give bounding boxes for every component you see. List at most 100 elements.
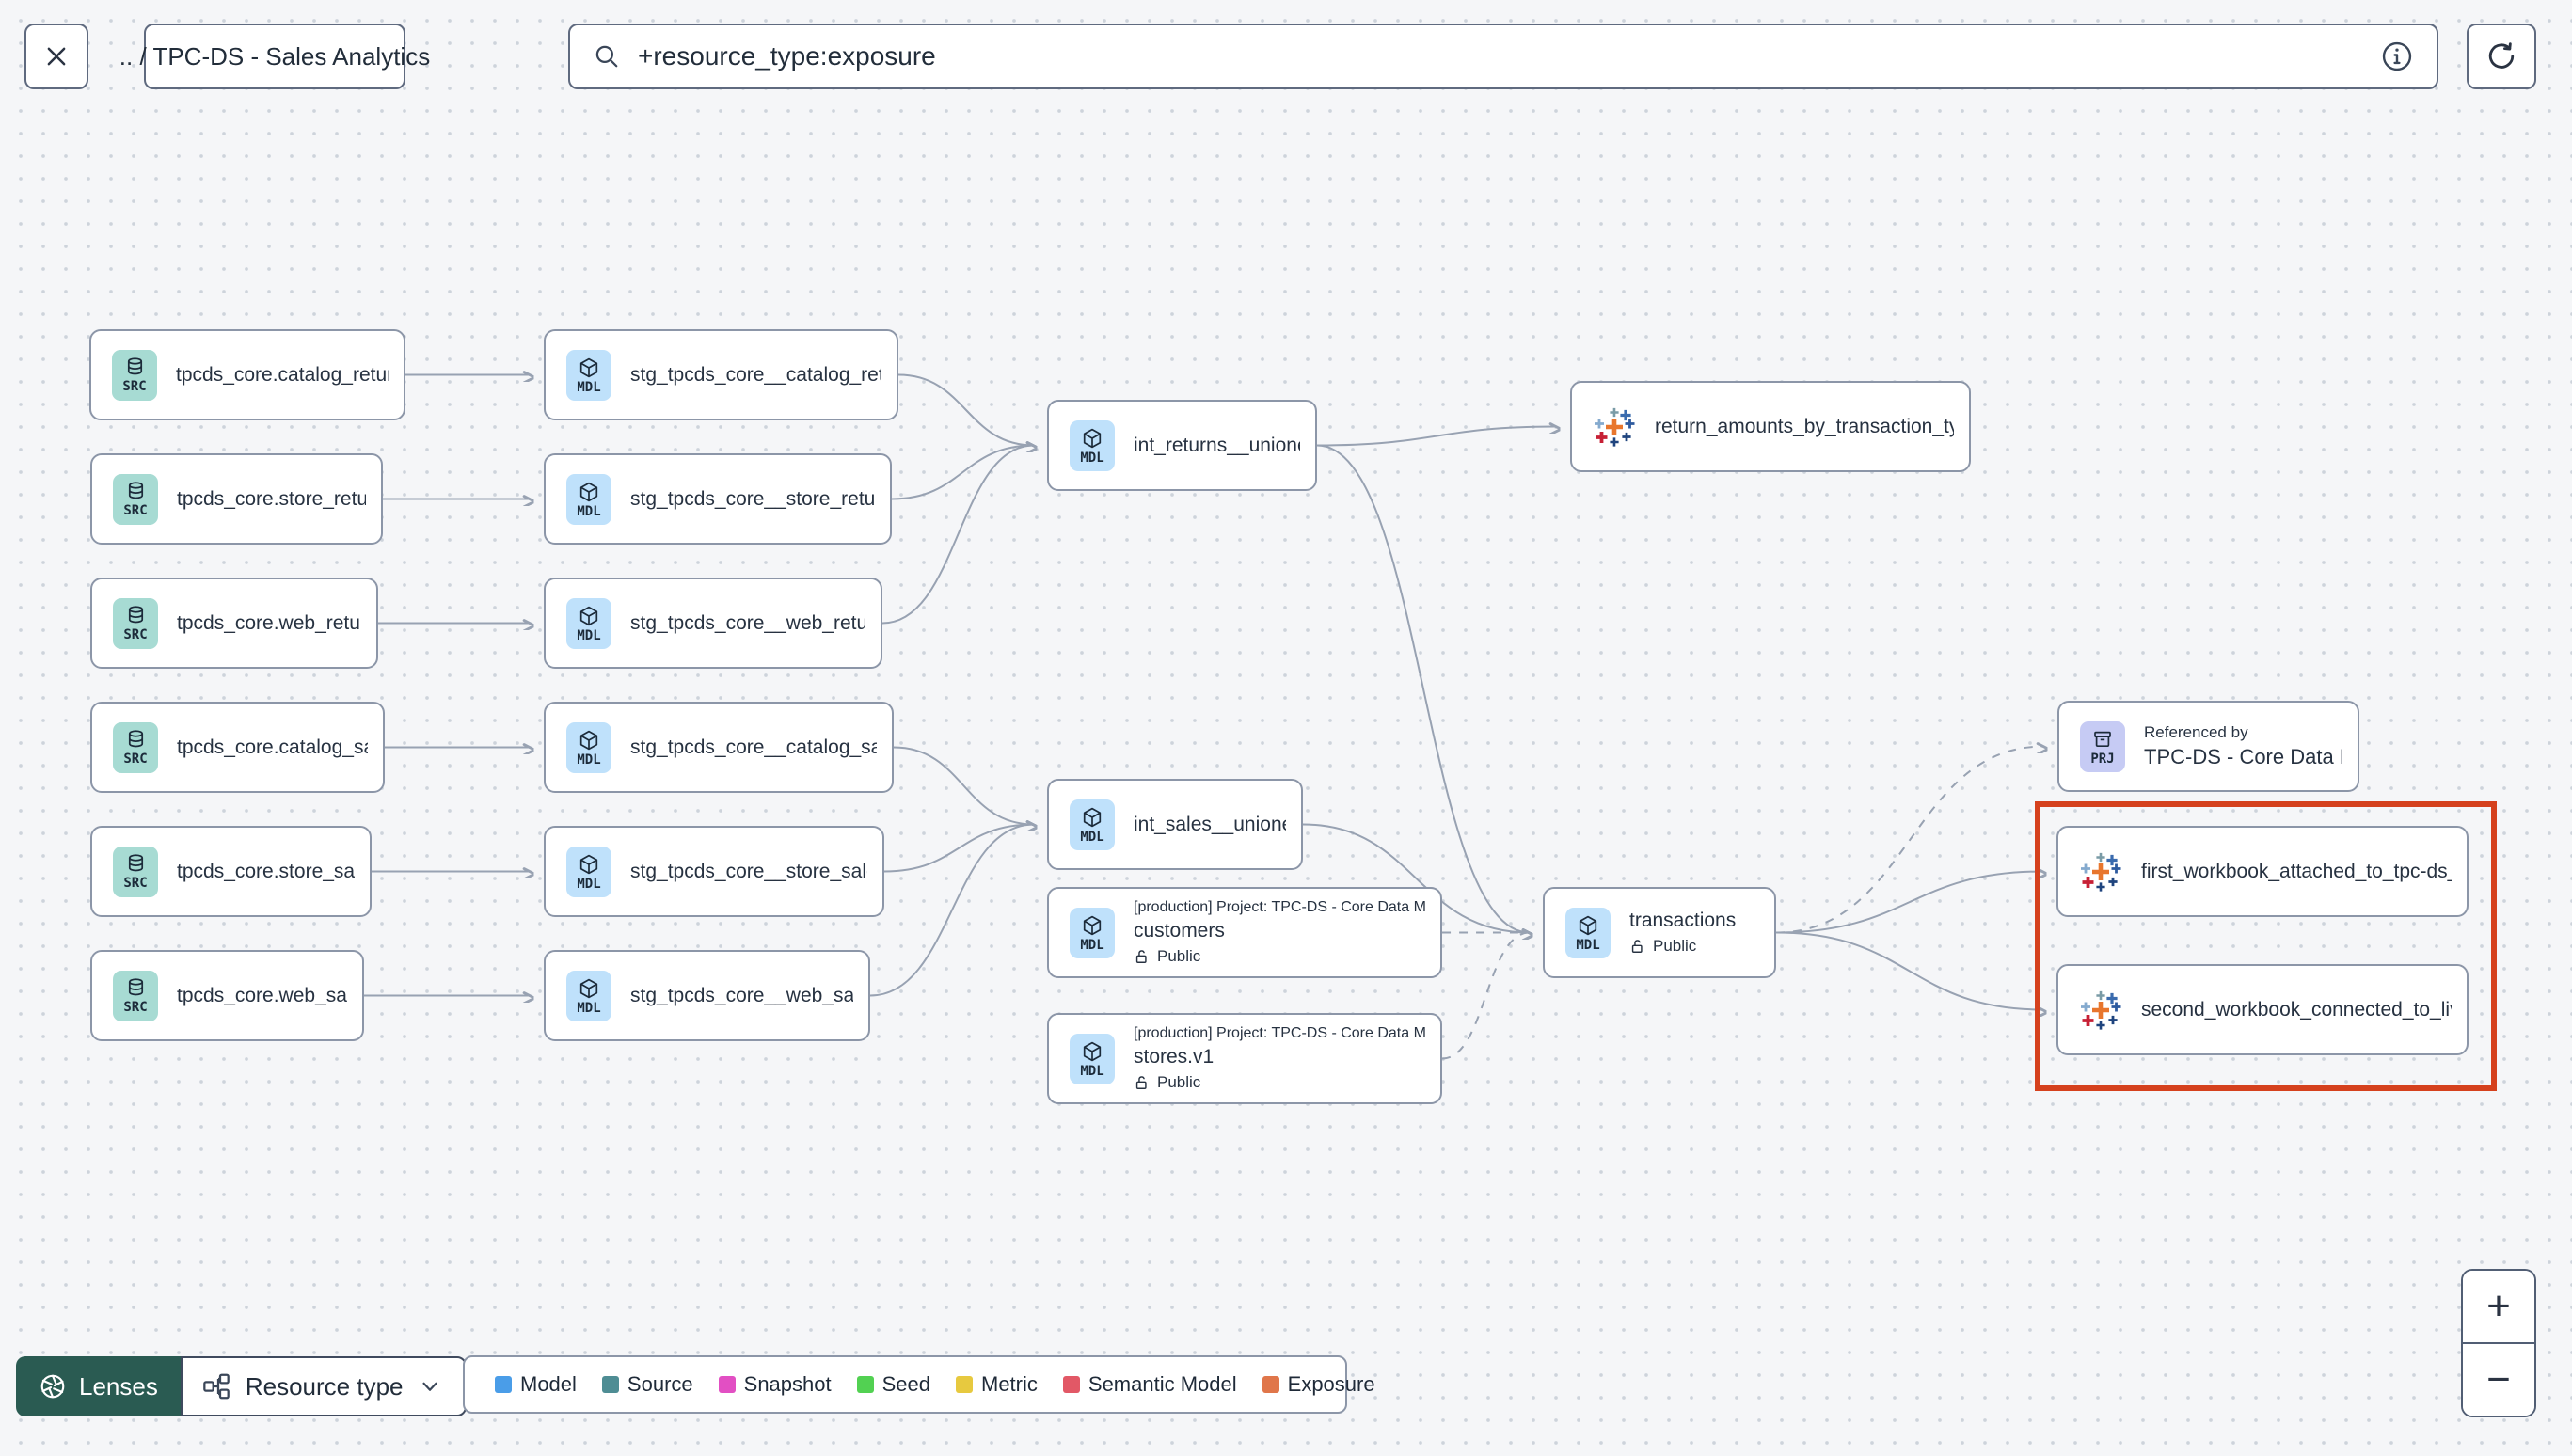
cube-icon (1579, 915, 1597, 935)
edge-stg_store_sales-to-int_sales (883, 825, 1034, 873)
cube-icon (1083, 915, 1102, 935)
node-label: customers (1134, 920, 1225, 942)
legend-item-semantic-model: Semantic Model (1062, 1372, 1237, 1397)
search-bar[interactable] (568, 24, 2438, 89)
legend-swatch (718, 1376, 736, 1393)
edge-int_returns-to-return_amounts (1316, 427, 1557, 447)
cube-icon (579, 482, 598, 501)
node-access: Public (1629, 937, 1736, 956)
resource-type-dropdown[interactable]: Resource type (180, 1356, 467, 1416)
cube-icon (1083, 807, 1102, 827)
node-topline: Referenced by (2144, 723, 2248, 741)
node-label: stg_tpcds_core__store_sales (630, 860, 867, 882)
node-label: tpcds_core.store_returns (177, 487, 366, 510)
database-icon (128, 482, 143, 499)
node-return_amounts[interactable]: return_amounts_by_transaction_type (1570, 381, 1971, 472)
lenses-button[interactable]: Lenses (16, 1356, 181, 1416)
database-icon (128, 730, 143, 748)
mdl-badge: MDL (1565, 907, 1611, 958)
node-access: Public (1134, 947, 1425, 966)
legend-item-snapshot: Snapshot (718, 1372, 832, 1397)
legend-item-metric: Metric (956, 1372, 1038, 1397)
cube-icon (1083, 428, 1102, 448)
mdl-badge: MDL (1070, 1033, 1115, 1084)
legend-swatch (856, 1376, 874, 1393)
legend-item-seed: Seed (856, 1372, 930, 1397)
node-label: stg_tpcds_core__catalog_sales (630, 736, 877, 758)
lenses-label: Lenses (79, 1371, 158, 1401)
zoom-in-button[interactable]: + (2463, 1271, 2534, 1342)
mdl-badge: MDL (566, 846, 611, 897)
prj-badge: PRJ (2080, 720, 2125, 772)
info-icon[interactable] (2380, 40, 2414, 73)
cube-icon (579, 854, 598, 874)
cube-icon (1083, 1041, 1102, 1061)
edge-transactions-to-prj (1775, 747, 2044, 934)
legend-swatch (956, 1376, 973, 1393)
refresh-button[interactable] (2467, 24, 2536, 89)
edge-stores_v1-to-transactions (1441, 933, 1530, 1060)
edge-stg_catalog_returns-to-int_returns (897, 373, 1034, 446)
node-label: stg_tpcds_core__catalog_returns (630, 363, 881, 386)
legend-item-exposure: Exposure (1262, 1372, 1375, 1397)
tableau-icon (2081, 852, 2121, 892)
database-icon (128, 606, 143, 624)
database-icon (128, 978, 143, 996)
node-label: stg_tpcds_core__web_returns (630, 611, 865, 634)
resource-type-label: Resource type (245, 1371, 404, 1401)
breadcrumb[interactable]: .. / TPC-DS - Sales Analytics (119, 24, 430, 89)
node-label: first_workbook_attached_to_tpc-ds_-_… (2141, 860, 2452, 882)
edge-transactions-to-workbook1 (1775, 872, 2043, 934)
node-label: tpcds_core.web_returns (177, 611, 361, 634)
legend-swatch (1262, 1376, 1279, 1393)
node-stores_v1[interactable]: MDL[production] Project: TPC-DS - Core D… (1047, 1013, 1442, 1104)
node-customers[interactable]: MDL [production] Project: TPC-DS - Core D… (1047, 887, 1442, 978)
tableau-icon (1595, 407, 1635, 447)
search-input[interactable] (636, 40, 2365, 72)
node-topline: [production] Project: TPC-DS - Core Data… (1134, 899, 1425, 915)
src-badge: SRC (113, 970, 158, 1021)
mdl-badge: MDL (1070, 907, 1115, 958)
node-access: Public (1134, 1073, 1425, 1092)
lens-aperture-icon (40, 1374, 65, 1399)
lock-open-icon (1135, 949, 1147, 963)
cube-icon (579, 978, 598, 998)
node-label: second_workbook_connected_to_live… (2141, 998, 2452, 1021)
chevron-down-icon (421, 1382, 437, 1391)
database-icon (128, 854, 143, 872)
project-icon (2094, 731, 2111, 747)
src-badge: SRC (113, 473, 158, 525)
cube-icon (579, 730, 598, 750)
node-workbook2[interactable]: second_workbook_connected_to_live… (2056, 964, 2469, 1055)
edge-transactions-to-workbook2 (1775, 931, 2043, 1010)
lock-open-icon (1135, 1075, 1147, 1089)
close-button[interactable] (24, 24, 88, 89)
cube-icon (579, 606, 598, 625)
edge-stg_catalog_sales-to-int_sales (893, 746, 1034, 825)
node-workbook1[interactable]: first_workbook_attached_to_tpc-ds_-_… (2056, 826, 2469, 917)
zoom-out-button[interactable]: − (2463, 1342, 2534, 1416)
node-src_store_returns[interactable]: SRC tpcds_core.store_returns (90, 453, 383, 545)
edge-stg_web_returns-to-int_returns (881, 446, 1034, 625)
node-label: int_returns__unioned (1134, 434, 1300, 456)
lock-open-icon (1631, 939, 1643, 953)
src-badge: SRC (113, 846, 158, 897)
node-stg_store_sales[interactable]: MDL stg_tpcds_core__store_sales (544, 826, 884, 917)
